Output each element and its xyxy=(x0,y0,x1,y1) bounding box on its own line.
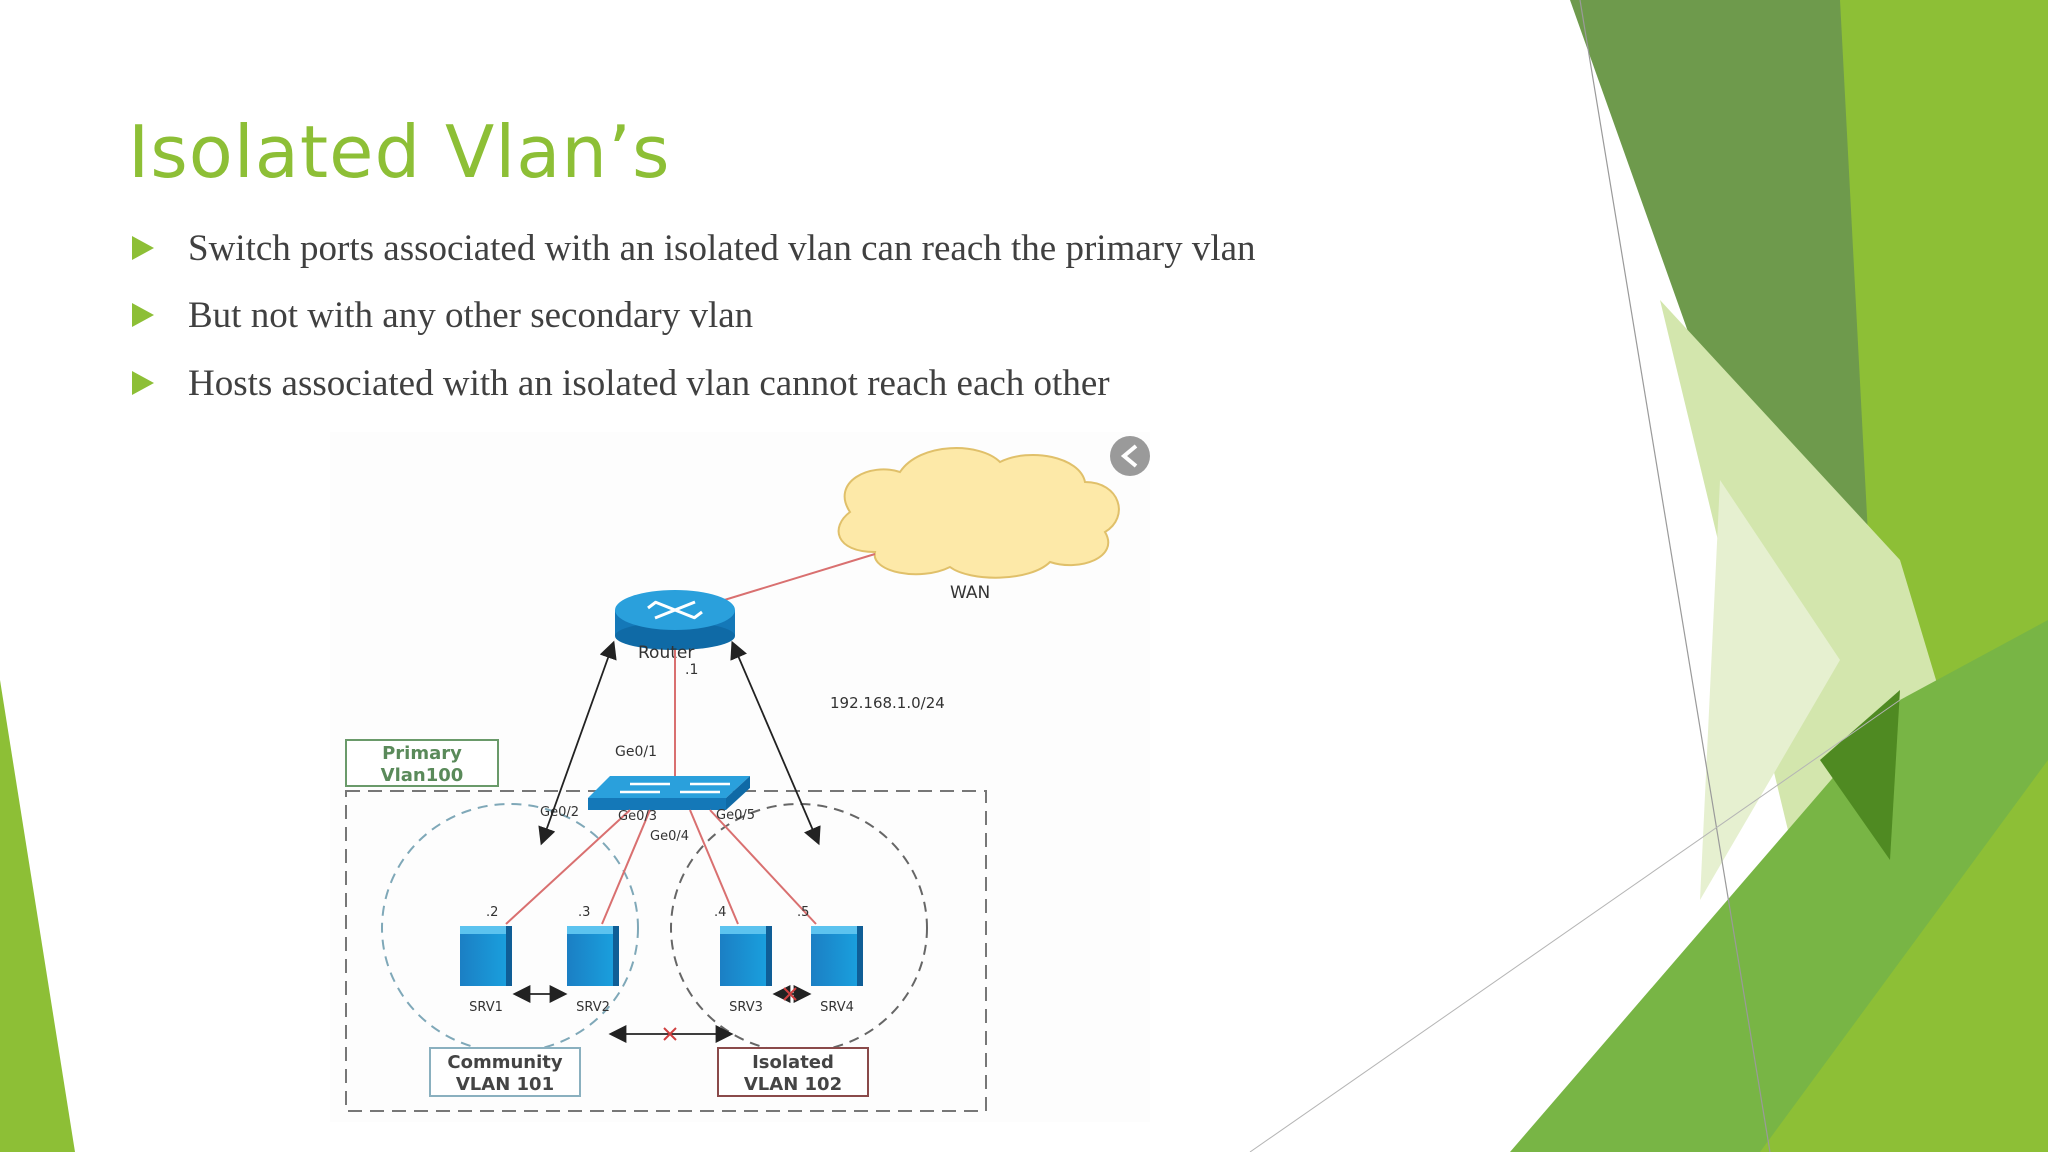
isolated-vlan-label-box xyxy=(717,1047,869,1097)
host-ip-label: .5 xyxy=(797,905,809,920)
server-icon xyxy=(567,926,619,986)
blocked-x-icon xyxy=(783,987,797,1001)
router-label: Router xyxy=(638,643,694,663)
isolated-vlan-circle xyxy=(670,803,928,1053)
lower-bright-band xyxy=(1760,760,2048,1152)
right-lighter-band xyxy=(1700,480,1840,900)
server-label: SRV3 xyxy=(729,1000,763,1015)
primary-vlan-label-box xyxy=(345,739,499,787)
wan-label: WAN xyxy=(950,583,990,603)
switch-icon xyxy=(588,776,750,810)
server-label: SRV4 xyxy=(820,1000,854,1015)
link-ge0-5 xyxy=(709,809,817,925)
port-label: Ge0/5 xyxy=(716,808,755,823)
arrow-router-community xyxy=(538,640,617,846)
arrow-router-isolated xyxy=(730,640,821,846)
primary-vlan-label-line1: Primary xyxy=(382,743,462,764)
isolated-vlan-label-line1: Isolated xyxy=(752,1052,834,1073)
back-chevron-icon[interactable] xyxy=(1110,436,1150,476)
community-vlan-label-line2: VLAN 101 xyxy=(456,1074,554,1095)
bullet-item: Hosts associated with an isolated vlan c… xyxy=(132,358,1110,408)
lower-dark-band xyxy=(1820,690,1900,860)
server-label: SRV2 xyxy=(576,1000,610,1015)
bullet-text: Switch ports associated with an isolated… xyxy=(188,227,1256,269)
left-green-sliver xyxy=(0,680,75,1152)
wan-cloud-icon xyxy=(837,447,1120,579)
bullet-arrow-icon xyxy=(132,371,154,395)
bullet-text: But not with any other secondary vlan xyxy=(188,294,754,336)
host-ip-label: .2 xyxy=(486,905,498,920)
host-ip-label: .4 xyxy=(714,905,726,920)
community-vlan-label-box xyxy=(429,1047,581,1097)
port-label: Ge0/2 xyxy=(540,805,579,820)
server-icon xyxy=(720,926,772,986)
link-ge0-4 xyxy=(689,809,739,925)
bullet-item: But not with any other secondary vlan xyxy=(132,290,753,340)
port-label: Ge0/3 xyxy=(618,809,657,824)
server-icon xyxy=(460,926,512,986)
bullet-item: Switch ports associated with an isolated… xyxy=(132,223,1256,273)
thin-line-2 xyxy=(1249,699,1901,1152)
thin-line-1 xyxy=(1579,0,1771,1152)
bullet-arrow-icon xyxy=(132,303,154,327)
port-label: Ge0/4 xyxy=(650,829,689,844)
server-icon xyxy=(811,926,863,986)
primary-vlan-label-line2: Vlan100 xyxy=(381,765,464,786)
subnet-label: 192.168.1.0/24 xyxy=(830,694,945,712)
bullet-arrow-icon xyxy=(132,236,154,260)
link-ge0-3 xyxy=(601,809,651,925)
slide-title: Isolated Vlan’s xyxy=(128,110,671,194)
server-label: SRV1 xyxy=(469,1000,503,1015)
router-ip-label: .1 xyxy=(685,662,698,678)
community-vlan-label-line1: Community xyxy=(447,1052,562,1073)
blocked-x-icon xyxy=(663,1027,677,1041)
network-diagram: WAN Router .1 192.168.1.0/24 Ge0/1 Prima… xyxy=(330,432,1150,1122)
bullet-text: Hosts associated with an isolated vlan c… xyxy=(188,362,1110,404)
host-ip-label: .3 xyxy=(578,905,590,920)
community-vlan-circle xyxy=(381,803,639,1053)
isolated-vlan-label-line2: VLAN 102 xyxy=(744,1074,842,1095)
router-icon xyxy=(615,590,735,650)
uplink-port-label: Ge0/1 xyxy=(615,744,657,760)
